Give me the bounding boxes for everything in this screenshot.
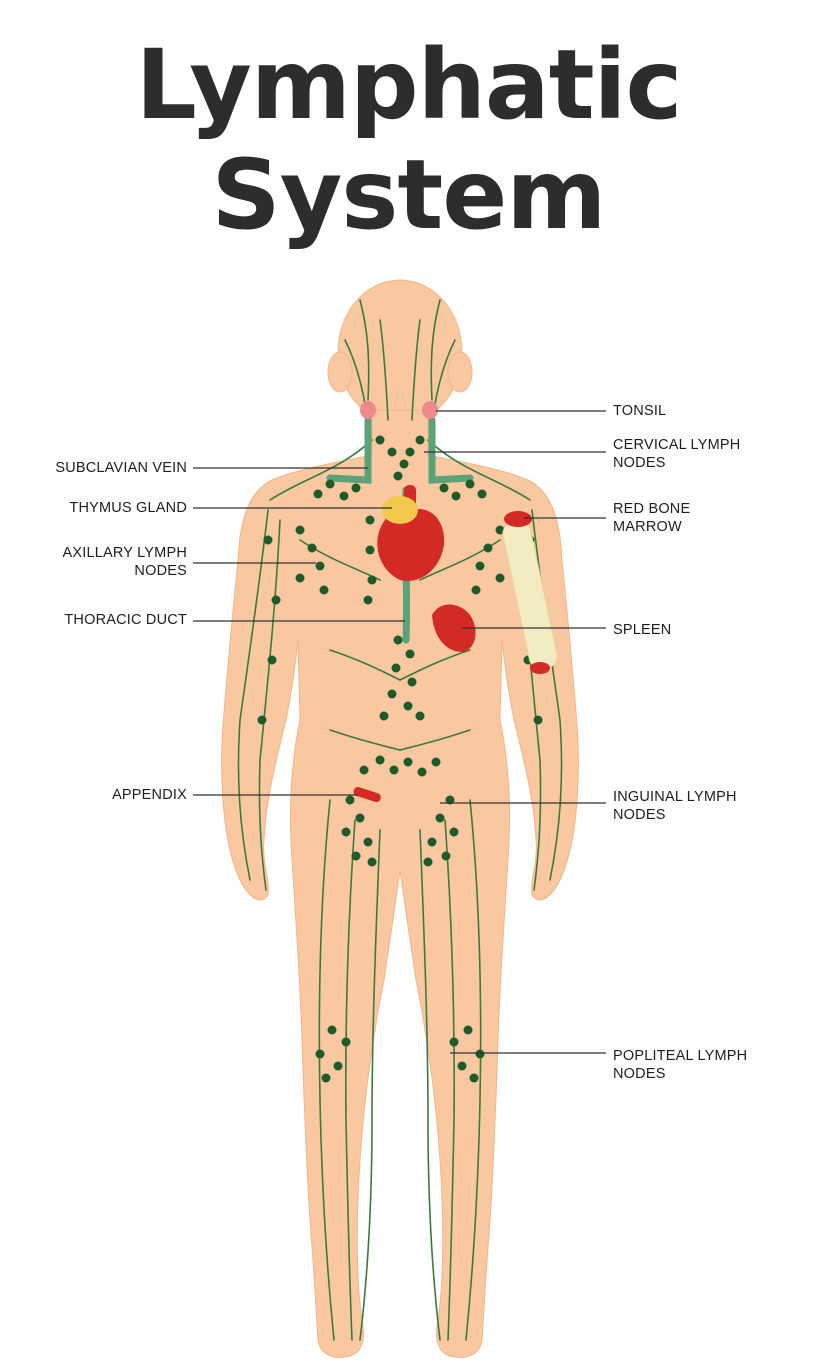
lymph-node <box>403 701 413 711</box>
label-red-bone-marrow: RED BONE MARROW <box>613 501 691 535</box>
lymph-node <box>457 1061 467 1071</box>
lymph-node <box>431 757 441 767</box>
label-thymus-gland: THYMUS GLAND <box>69 500 187 516</box>
lymph-node <box>315 561 325 571</box>
lymph-node <box>417 767 427 777</box>
lymph-node <box>465 479 475 489</box>
tonsil-right <box>422 401 438 419</box>
lymph-node <box>313 489 323 499</box>
lymph-node <box>449 827 459 837</box>
lymph-node <box>495 573 505 583</box>
lymph-node <box>315 1049 325 1059</box>
body-silhouette <box>221 279 579 1358</box>
lymph-node <box>257 715 267 725</box>
lymph-node <box>271 595 281 605</box>
bone-marrow-bottom <box>530 662 550 674</box>
lymph-node <box>267 655 277 665</box>
label-subclavian-vein: SUBCLAVIAN VEIN <box>55 460 187 476</box>
lymph-node <box>387 447 397 457</box>
lymph-node <box>327 1025 337 1035</box>
lymph-nodes <box>257 435 543 1083</box>
label-thoracic-duct: THORACIC DUCT <box>64 612 187 628</box>
label-spleen: SPLEEN <box>613 622 672 638</box>
lymph-node <box>355 813 365 823</box>
lymph-node <box>533 715 543 725</box>
lymph-node <box>375 755 385 765</box>
lymph-node <box>365 515 375 525</box>
tonsil-left <box>360 401 376 419</box>
lymph-node <box>391 663 401 673</box>
lymph-node <box>359 765 369 775</box>
lymph-node <box>423 857 433 867</box>
lymph-node <box>325 479 335 489</box>
bone-marrow-top <box>504 511 532 527</box>
lymph-node <box>351 483 361 493</box>
lymph-node <box>393 635 403 645</box>
lymph-node <box>475 561 485 571</box>
lymph-node <box>441 851 451 861</box>
lymph-node <box>319 585 329 595</box>
lymph-node <box>307 543 317 553</box>
lymph-node <box>449 1037 459 1047</box>
lymph-node <box>365 545 375 555</box>
lymph-node <box>471 585 481 595</box>
organs <box>353 401 558 803</box>
label-cervical-lymph-nodes: CERVICAL LYMPH NODES <box>613 437 741 471</box>
lymph-node <box>399 459 409 469</box>
label-appendix: APPENDIX <box>112 787 187 803</box>
lymph-node <box>379 711 389 721</box>
lymph-node <box>463 1025 473 1035</box>
lymph-node <box>451 491 461 501</box>
lymph-node <box>333 1061 343 1071</box>
lymph-node <box>321 1073 331 1083</box>
lymph-node <box>363 595 373 605</box>
lymph-node <box>351 851 361 861</box>
lymph-node <box>477 489 487 499</box>
lymph-node <box>403 757 413 767</box>
lymph-node <box>345 795 355 805</box>
lymph-node <box>483 543 493 553</box>
spleen-organ <box>432 604 476 652</box>
lymph-node <box>341 827 351 837</box>
lymph-node <box>295 573 305 583</box>
lymph-node <box>363 837 373 847</box>
label-popliteal-lymph-nodes: POPLITEAL LYMPH NODES <box>613 1048 748 1082</box>
thymus <box>382 496 418 524</box>
label-axillary-lymph-nodes: AXILLARY LYMPH NODES <box>62 545 187 579</box>
lymph-vessels <box>237 299 563 1341</box>
heart <box>377 504 445 581</box>
lymph-node <box>367 857 377 867</box>
lymph-node <box>339 491 349 501</box>
lymph-node <box>469 1073 479 1083</box>
lymph-node <box>445 795 455 805</box>
lymph-node <box>295 525 305 535</box>
lymph-node <box>375 435 385 445</box>
lymph-node <box>389 765 399 775</box>
title-line-2: System <box>211 139 607 251</box>
lymph-node <box>405 447 415 457</box>
lymph-node <box>393 471 403 481</box>
lymph-node <box>341 1037 351 1047</box>
lymph-node <box>475 1049 485 1059</box>
leader-lines <box>193 410 606 1054</box>
lymph-node <box>427 837 437 847</box>
lymph-node <box>367 575 377 585</box>
lymph-node <box>495 525 505 535</box>
lymph-node <box>405 649 415 659</box>
lymph-node <box>415 435 425 445</box>
lymph-node <box>439 483 449 493</box>
appendix-organ <box>353 786 381 803</box>
lymph-node <box>263 535 273 545</box>
title-line-1: Lymphatic <box>135 29 683 141</box>
label-inguinal-lymph-nodes: INGUINAL LYMPH NODES <box>613 789 737 823</box>
lymph-node <box>435 813 445 823</box>
lymph-node <box>387 689 397 699</box>
lymph-node <box>415 711 425 721</box>
label-tonsil: TONSIL <box>613 403 667 419</box>
lymph-node <box>407 677 417 687</box>
